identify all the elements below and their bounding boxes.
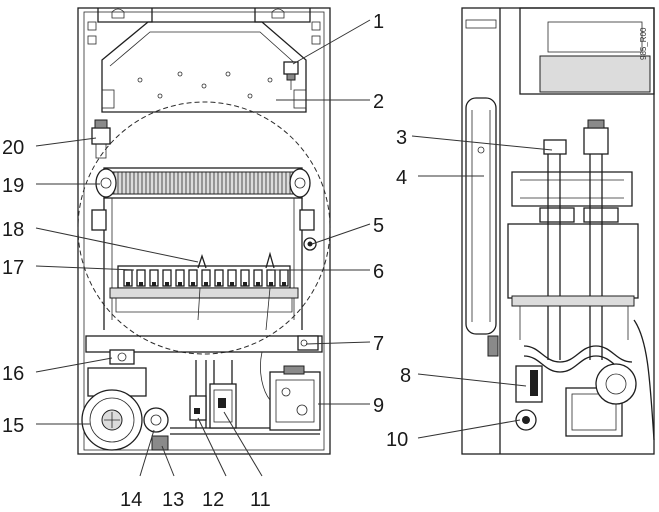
mounting-bracket [87, 8, 321, 45]
circulation-pump [81, 367, 147, 451]
heat-exchanger [95, 167, 311, 199]
flue-box [519, 7, 655, 95]
side-drain [515, 409, 537, 431]
callout-7: 7 [373, 333, 384, 355]
callout-13: 13 [162, 489, 184, 511]
callout-16: 16 [2, 363, 24, 385]
gas-valve [269, 365, 321, 431]
hood-outline [77, 101, 331, 355]
callout-20: 20 [2, 137, 24, 159]
combustion-hood [101, 21, 307, 113]
callout-3: 3 [396, 127, 407, 149]
dhw-exchanger [209, 383, 237, 429]
safety-valve [109, 349, 135, 365]
callout-9: 9 [373, 395, 384, 417]
side-view: 985_R00 [461, 7, 655, 455]
callout-12: 12 [202, 489, 224, 511]
callout-15: 15 [2, 415, 24, 437]
air-vent [543, 119, 609, 155]
callout-18: 18 [2, 219, 24, 241]
callout-8: 8 [400, 365, 411, 387]
callout-6: 6 [373, 261, 384, 283]
callout-labels: 1 2 3 4 5 6 7 8 9 10 11 12 13 14 15 16 1… [2, 11, 411, 511]
flue-thermostat [283, 61, 299, 90]
ionization-electrode [197, 253, 207, 269]
filling-tap [151, 435, 169, 451]
drain-valve [143, 407, 169, 433]
front-view [77, 7, 331, 455]
callout-10: 10 [386, 429, 408, 451]
callout-1: 1 [373, 11, 384, 33]
callout-4: 4 [396, 167, 407, 189]
callout-5: 5 [373, 215, 384, 237]
burner-side [507, 223, 639, 299]
burner [109, 265, 299, 313]
callout-17: 17 [2, 257, 24, 279]
callout-11: 11 [250, 489, 271, 511]
overheat-thermostat [91, 119, 111, 159]
ignition-electrode [303, 237, 317, 251]
ignition-electrode-tip [265, 251, 275, 269]
callout-19: 19 [2, 175, 24, 197]
leader-lines [35, 19, 553, 477]
drawing-code: 985_R00 [639, 27, 648, 60]
callout-14: 14 [120, 489, 142, 511]
expansion-vessel [465, 97, 499, 357]
callout-2: 2 [373, 91, 384, 113]
heat-exchanger-side [511, 171, 633, 223]
